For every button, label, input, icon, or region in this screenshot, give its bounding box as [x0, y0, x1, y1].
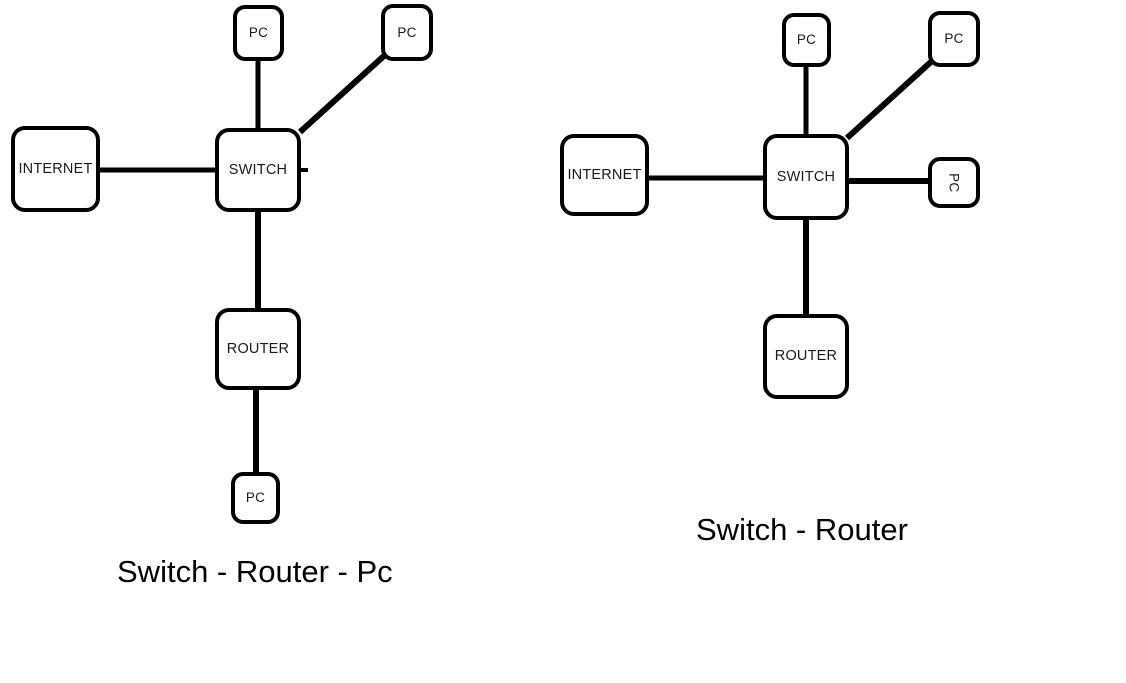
node-pc-right[interactable]: PC [928, 157, 980, 208]
node-label: INTERNET [18, 160, 93, 177]
node-label: ROUTER [774, 348, 838, 365]
link-pc-diag-switch [297, 52, 388, 135]
node-switch[interactable]: SWITCH [215, 128, 301, 212]
node-label: PC [944, 31, 964, 47]
node-label: ROUTER [226, 340, 290, 357]
link-pc-diag-switch [844, 58, 935, 141]
node-pc-top[interactable]: PC [782, 13, 831, 67]
node-pc-top[interactable]: PC [233, 5, 284, 61]
node-router[interactable]: ROUTER [763, 314, 849, 399]
diagram-caption-right: Switch - Router [696, 512, 908, 547]
node-pc-diagonal[interactable]: PC [928, 11, 980, 67]
node-label: SWITCH [776, 168, 836, 185]
node-switch[interactable]: SWITCH [763, 134, 849, 220]
node-pc-bottom[interactable]: PC [231, 472, 280, 524]
node-label: PC [397, 24, 417, 40]
node-label: PC [245, 490, 266, 506]
node-pc-diagonal[interactable]: PC [381, 4, 433, 61]
node-label: PC [946, 172, 962, 193]
node-internet[interactable]: INTERNET [560, 134, 649, 216]
node-label: SWITCH [228, 161, 288, 178]
diagram-caption-left: Switch - Router - Pc [117, 554, 393, 589]
node-label: INTERNET [567, 166, 642, 183]
node-router[interactable]: ROUTER [215, 308, 301, 390]
node-label: PC [248, 25, 269, 41]
node-label: PC [796, 32, 817, 48]
node-internet[interactable]: INTERNET [11, 126, 100, 212]
